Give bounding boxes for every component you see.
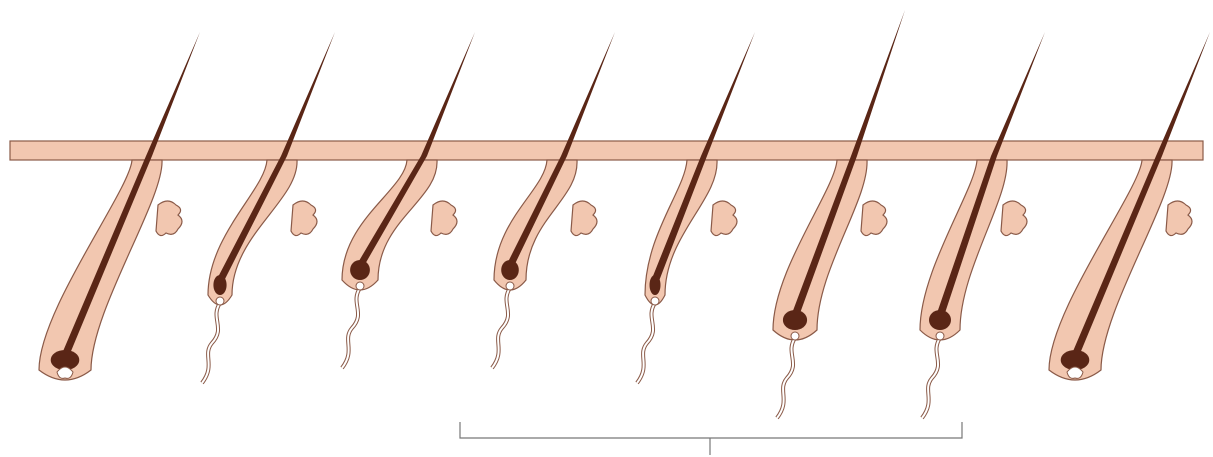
skin-surface-band: [10, 141, 1203, 160]
connective-strand: [922, 338, 940, 418]
bracket-line: [460, 422, 962, 438]
sebaceous-gland: [711, 201, 737, 236]
sebaceous-gland: [1166, 201, 1192, 236]
stage-bracket: [460, 422, 962, 455]
follicles-group: [39, 10, 1210, 418]
dermal-papilla: [791, 332, 799, 340]
dermal-papilla: [936, 332, 944, 340]
connective-strand: [342, 288, 360, 368]
sebaceous-gland: [571, 201, 597, 236]
dermal-papilla: [356, 282, 364, 290]
sebaceous-gland: [156, 201, 182, 236]
follicle-telogen-1: [773, 10, 905, 418]
hair-shaft: [936, 32, 1045, 316]
connective-strand: [202, 303, 220, 383]
epidermis-band: [10, 141, 1203, 160]
sebaceous-gland: [861, 201, 887, 236]
connective-strand: [492, 288, 510, 368]
follicle-catagen-3: [637, 32, 755, 383]
hair-bulb: [783, 310, 807, 330]
dermal-papilla: [651, 297, 659, 305]
connective-strand: [777, 338, 795, 418]
follicle-anagen-2: [202, 32, 335, 383]
sebaceous-gland: [291, 201, 317, 236]
follicle-anagen-3: [1049, 32, 1210, 380]
hair-bulb: [501, 260, 519, 280]
sebaceous-gland: [1001, 201, 1027, 236]
dermal-papilla: [506, 282, 514, 290]
dermal-papilla: [216, 297, 224, 305]
sebaceous-gland: [431, 201, 457, 236]
follicle-catagen-1: [342, 32, 475, 368]
hair-bulb: [350, 260, 370, 280]
hair-bulb: [929, 310, 951, 330]
hair-bulb: [650, 275, 661, 295]
follicle-telogen-2: [920, 32, 1045, 418]
hair-shaft: [1071, 32, 1210, 356]
hair-shaft: [61, 32, 200, 356]
connective-strand: [637, 303, 655, 383]
hair-bulb: [213, 275, 226, 295]
follicle-anagen-1: [39, 32, 200, 380]
follicle-catagen-2: [492, 32, 615, 368]
